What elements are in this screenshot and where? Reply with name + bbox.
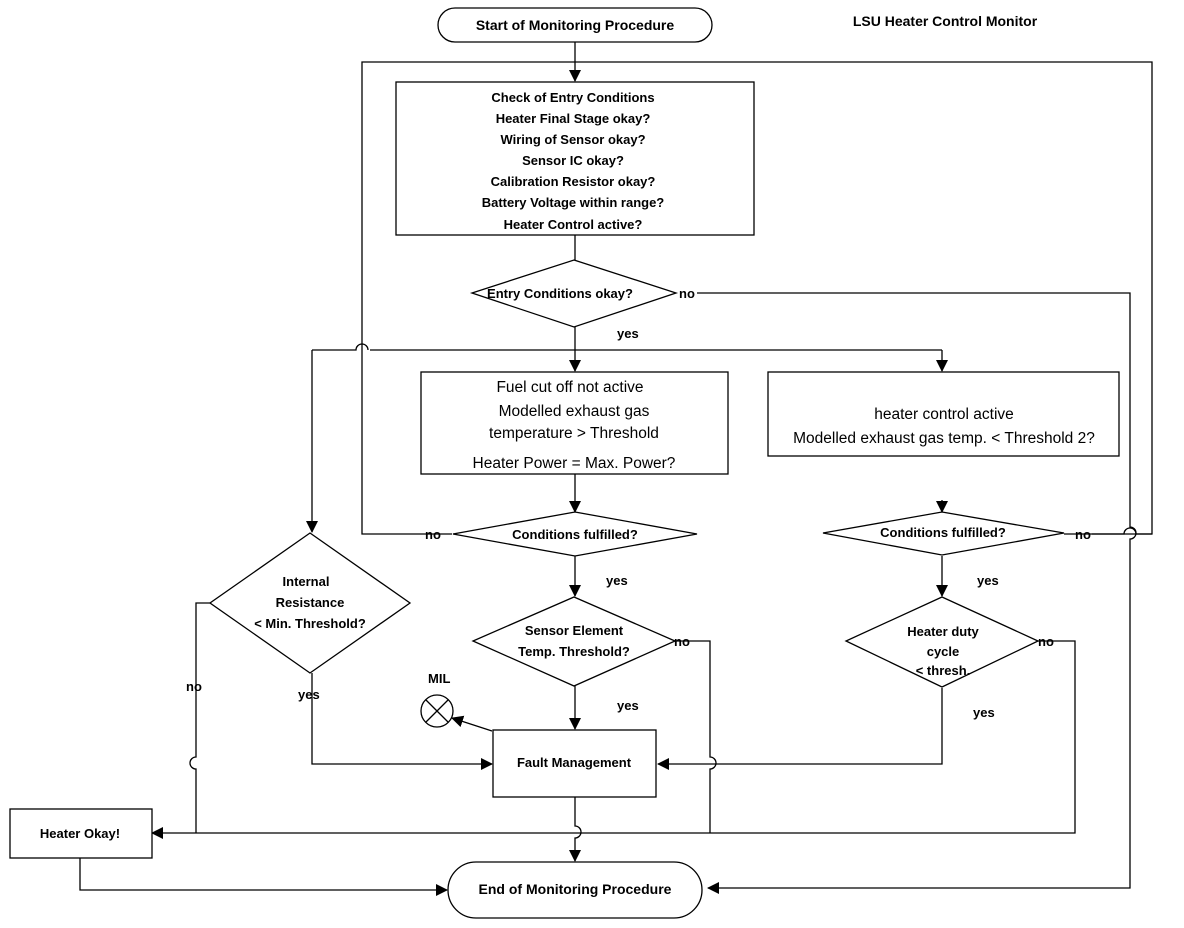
- internal-resistance-no-label: no: [186, 679, 202, 694]
- mil-lamp-icon: [420, 694, 454, 728]
- connector: [675, 640, 717, 833]
- internal-resistance-diamond: [208, 532, 412, 674]
- entry-check-line: Wiring of Sensor okay?: [500, 132, 645, 147]
- internal-resistance-line: Internal: [283, 574, 330, 589]
- entry-check-line: Heater Final Stage okay?: [496, 111, 651, 126]
- connector: [189, 602, 210, 833]
- connector: [311, 673, 493, 770]
- left-condition-line: Fuel cut off not active: [496, 379, 643, 396]
- entry-decision-label: Entry Conditions okay?: [487, 286, 633, 301]
- conditions-left-diamond: [452, 511, 698, 557]
- connector: [451, 715, 493, 732]
- sensor-no-label: no: [674, 634, 690, 649]
- heater-duty-diamond: [844, 596, 1040, 688]
- start-label: Start of Monitoring Procedure: [476, 17, 675, 33]
- entry-check-box: [395, 81, 755, 236]
- entry-check-text: Check of Entry Conditions Heater Final S…: [482, 90, 665, 232]
- heater-duty-line: < thresh.: [916, 663, 971, 678]
- entry-decision-diamond: [469, 259, 679, 328]
- mil-label: MIL: [428, 671, 450, 686]
- internal-resistance-line: < Min. Threshold?: [254, 616, 366, 631]
- connector: [79, 858, 448, 896]
- conditions-right-yes-label: yes: [977, 573, 999, 588]
- sensor-temp-line: Sensor Element: [525, 623, 624, 638]
- end-terminal: [447, 861, 703, 919]
- left-condition-box: [420, 371, 729, 475]
- right-condition-line: Modelled exhaust gas temp. < Threshold 2…: [793, 430, 1095, 447]
- internal-resistance-yes-label: yes: [298, 687, 320, 702]
- entry-check-line: Battery Voltage within range?: [482, 195, 665, 210]
- diagram-title: LSU Heater Control Monitor: [853, 13, 1038, 29]
- conditions-left-yes-label: yes: [606, 573, 628, 588]
- conditions-right-no-label: no: [1075, 527, 1091, 542]
- entry-check-line: Heater Control active?: [504, 217, 643, 232]
- connector: [151, 640, 1076, 839]
- internal-resistance-line: Resistance: [276, 595, 345, 610]
- sensor-yes-label: yes: [617, 698, 639, 713]
- conditions-left-label: Conditions fulfilled?: [512, 527, 638, 542]
- conditions-right-diamond: [822, 511, 1065, 556]
- entry-yes-label: yes: [617, 326, 639, 341]
- left-condition-line: temperature > Threshold: [489, 425, 659, 442]
- connector: [569, 797, 582, 862]
- entry-check-line: Check of Entry Conditions: [491, 90, 654, 105]
- start-terminal: [437, 7, 713, 43]
- conditions-left-no-label: no: [425, 527, 441, 542]
- connector: [312, 343, 369, 351]
- entry-check-line: Sensor IC okay?: [522, 153, 624, 168]
- sensor-temp-line: Temp. Threshold?: [518, 644, 630, 659]
- connector: [1064, 527, 1152, 535]
- connector: [657, 688, 943, 770]
- heater-okay-box: [9, 808, 153, 859]
- heater-duty-line: Heater duty: [907, 624, 979, 639]
- conditions-right-label: Conditions fulfilled?: [880, 525, 1006, 540]
- heater-duty-line: cycle: [927, 644, 960, 659]
- sensor-temp-diamond: [471, 596, 677, 687]
- heater-duty-no-label: no: [1038, 634, 1054, 649]
- left-condition-line: Heater Power = Max. Power?: [473, 455, 676, 472]
- fault-management-label: Fault Management: [517, 755, 632, 770]
- heater-duty-yes-label: yes: [973, 705, 995, 720]
- end-label: End of Monitoring Procedure: [479, 881, 672, 897]
- left-condition-line: Modelled exhaust gas: [499, 403, 650, 420]
- right-condition-line: heater control active: [874, 406, 1014, 423]
- right-condition-box: [767, 371, 1120, 457]
- heater-okay-label: Heater Okay!: [40, 826, 120, 841]
- fault-management-box: [492, 729, 657, 798]
- entry-no-label: no: [679, 286, 695, 301]
- entry-check-line: Calibration Resistor okay?: [491, 174, 656, 189]
